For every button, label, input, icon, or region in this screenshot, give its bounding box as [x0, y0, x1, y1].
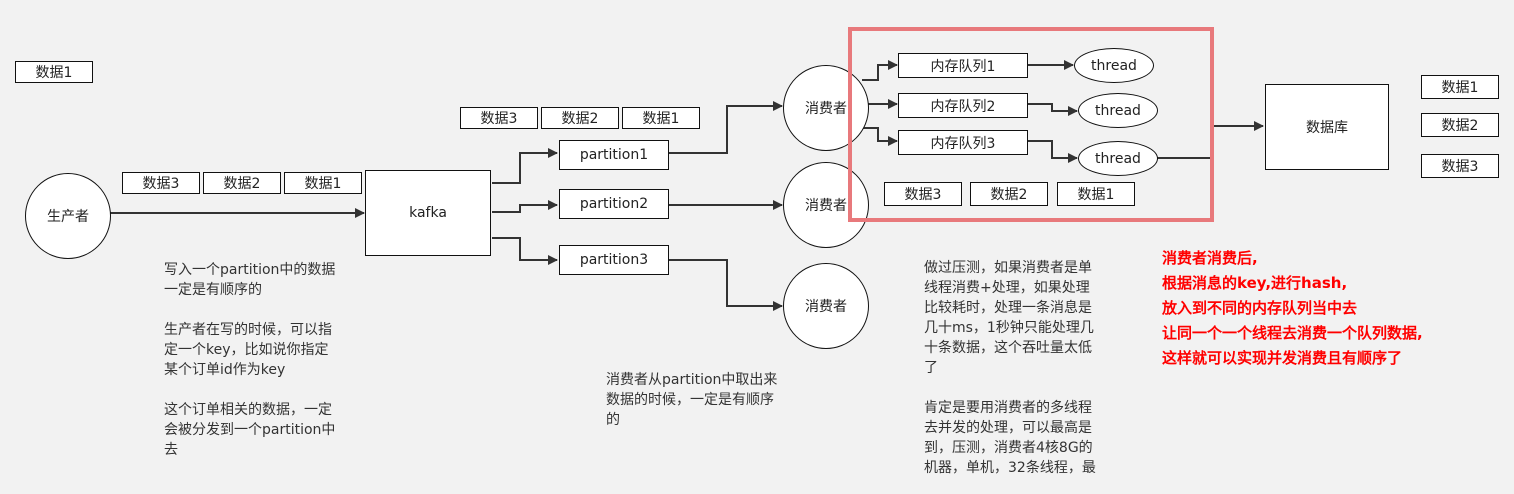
producer-node: 生产者: [25, 173, 111, 259]
database-data-label: 数据2: [1421, 113, 1499, 137]
partition-data-label: 数据2: [541, 107, 619, 129]
arrow-kafka-partition1: [492, 148, 558, 184]
producer-data-label: 数据2: [203, 172, 281, 194]
producer-data-label: 数据1: [284, 172, 362, 194]
thread2-node: thread: [1078, 93, 1158, 128]
consumer-data-label: 数据2: [970, 182, 1048, 206]
consumer-data-label: 数据3: [884, 182, 962, 206]
partition1-node: partition1: [559, 140, 669, 170]
memory-queue2-node: 内存队列2: [898, 93, 1028, 118]
database-node: 数据库: [1265, 84, 1389, 170]
database-data-label: 数据1: [1421, 75, 1499, 99]
partition-data-label: 数据1: [622, 107, 700, 129]
data-label-standalone: 数据1: [15, 61, 93, 83]
performance-note: 做过压测，如果消费者是单 线程消费+处理，如果处理 比较耗时，处理一条消息是 几…: [924, 258, 1139, 476]
consumer1-node: 消费者: [783, 65, 869, 151]
partition3-node: partition3: [559, 245, 669, 275]
consumer-note: 消费者从partition中取出来 数据的时候，一定是有顺序 的: [606, 370, 821, 430]
partition2-node: partition2: [559, 189, 669, 219]
red-note-line: 这样就可以实现并发消费且有顺序了: [1162, 349, 1403, 367]
memory-queue1-node: 内存队列1: [898, 53, 1028, 78]
consumer2-node: 消费者: [783, 162, 869, 248]
arrow-kafka-partition2: [492, 200, 558, 213]
producer-note-paragraph: 生产者在写的时候，可以指 定一个key，比如说你指定 某个订单id作为key: [164, 322, 332, 378]
database-data-label: 数据3: [1421, 154, 1499, 178]
performance-note-paragraph: 肯定是要用消费者的多线程 去并发的处理，可以最高是 到，压测，消费者4核8G的 …: [924, 400, 1096, 476]
arrow-partition3-consumer3: [669, 259, 783, 311]
producer-note: 写入一个partition中的数据 一定是有顺序的 生产者在写的时候，可以指 定…: [164, 260, 379, 460]
consumer3-node: 消费者: [783, 263, 869, 349]
memory-queue3-node: 内存队列3: [898, 130, 1028, 155]
arrow-partition1-consumer1: [669, 101, 783, 154]
highlight-frame: [848, 27, 1214, 222]
arrow-consumer1-queue3: [858, 127, 898, 146]
red-note-line: 放入到不同的内存队列当中去: [1162, 299, 1358, 317]
consumer-data-label: 数据1: [1057, 182, 1135, 206]
arrow-queue2-thread2: [1028, 103, 1078, 116]
arrow-consumer1-queue1: [862, 60, 898, 81]
thread3-node: thread: [1078, 141, 1158, 176]
arrow-queue3-thread3: [1028, 140, 1078, 163]
consumer-note-paragraph: 消费者从partition中取出来 数据的时候，一定是有顺序 的: [606, 372, 778, 428]
kafka-node: kafka: [365, 170, 491, 256]
thread1-node: thread: [1074, 48, 1154, 83]
performance-note-paragraph: 做过压测，如果消费者是单 线程消费+处理，如果处理 比较耗时，处理一条消息是 几…: [924, 260, 1094, 376]
red-note-line: 消费者消费后,: [1162, 249, 1258, 267]
producer-data-label: 数据3: [122, 172, 200, 194]
partition-data-label: 数据3: [460, 107, 538, 129]
red-note-line: 让同一个一个线程去消费一个队列数据,: [1162, 324, 1423, 342]
arrow-kafka-partition3: [492, 237, 558, 265]
red-note-line: 根据消息的key,进行hash,: [1162, 274, 1348, 292]
producer-note-paragraph: 这个订单相关的数据，一定 会被分发到一个partition中 去: [164, 402, 336, 458]
red-explanation-note: 消费者消费后, 根据消息的key,进行hash, 放入到不同的内存队列当中去 让…: [1162, 246, 1507, 371]
producer-note-paragraph: 写入一个partition中的数据 一定是有顺序的: [164, 262, 336, 298]
